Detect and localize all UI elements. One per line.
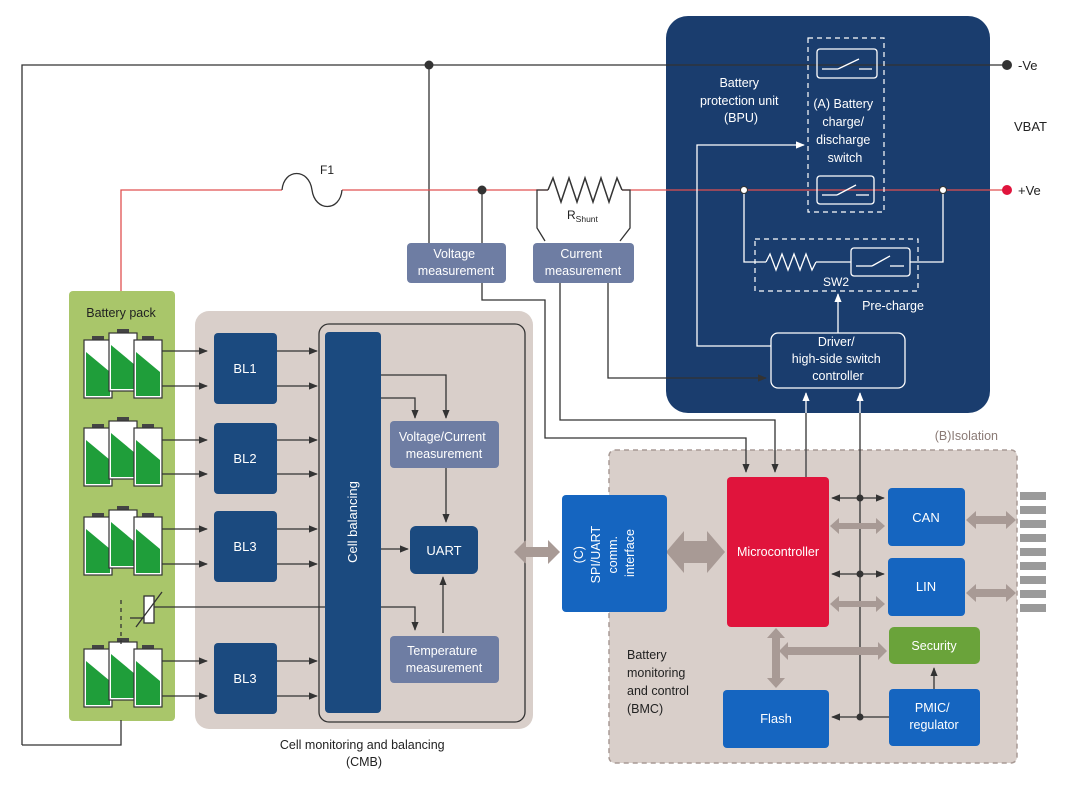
pmic-block[interactable] bbox=[889, 689, 980, 746]
bpu-title: Battery protection unit (BPU) bbox=[700, 76, 782, 125]
charge-switch-icon bbox=[816, 48, 878, 79]
discharge-switch-icon bbox=[816, 175, 875, 205]
voltage-measurement-block[interactable] bbox=[407, 243, 506, 283]
node-voltage-tap bbox=[477, 185, 487, 195]
bmc-node-3 bbox=[856, 713, 864, 721]
pos-terminal-label: +Ve bbox=[1018, 183, 1041, 198]
current-measurement-label: Current measurement bbox=[545, 247, 622, 278]
pack-to-bl-arrows bbox=[162, 347, 208, 700]
comm-interface-block[interactable] bbox=[562, 495, 667, 612]
lin-label: LIN bbox=[916, 579, 936, 594]
temp-measurement-block[interactable] bbox=[390, 636, 499, 683]
battery-cells-group bbox=[83, 329, 163, 708]
uart-block[interactable] bbox=[410, 526, 478, 574]
flash-label: Flash bbox=[760, 711, 792, 726]
bl3-block-a[interactable] bbox=[214, 511, 277, 582]
battery-switch-dashed-box bbox=[807, 37, 885, 213]
precharge-label: Pre-charge bbox=[862, 299, 924, 313]
battery-pack-label: Battery pack bbox=[86, 306, 156, 320]
cmb-internal-arrows bbox=[381, 374, 450, 633]
bpu-node-right bbox=[939, 186, 947, 194]
bpu-region bbox=[666, 16, 990, 413]
bl3-label-a: BL3 bbox=[233, 539, 256, 554]
driver-control-lines bbox=[696, 141, 842, 347]
flash-block[interactable] bbox=[723, 690, 829, 748]
battery-cell-stack-icon bbox=[83, 329, 163, 399]
bpu-node-left bbox=[740, 186, 748, 194]
connector-pin bbox=[1020, 534, 1046, 542]
cell-balancing-block[interactable] bbox=[325, 332, 381, 713]
microcontroller-label: Microcontroller bbox=[737, 545, 819, 559]
can-block[interactable] bbox=[888, 488, 965, 546]
security-block[interactable] bbox=[889, 627, 980, 664]
shunt-taps bbox=[481, 189, 631, 243]
temp-measurement-label: Temperature measurement bbox=[406, 644, 483, 675]
battery-cell-stack-icon bbox=[83, 638, 163, 708]
bl3-block-b[interactable] bbox=[214, 643, 277, 714]
isolation-label: (B)Isolation bbox=[935, 429, 998, 443]
connector-pin bbox=[1020, 590, 1046, 598]
pos-terminal-dot[interactable] bbox=[1002, 185, 1012, 195]
bl2-label: BL2 bbox=[233, 451, 256, 466]
comm-interface-label: (C) SPI/UART comm. interface bbox=[572, 523, 637, 584]
bmc-caption: Battery monitoring and control (BMC) bbox=[627, 648, 692, 716]
neg-terminal-label: -Ve bbox=[1018, 58, 1038, 73]
connector-pin bbox=[1020, 506, 1046, 514]
neg-terminal-dot[interactable] bbox=[1002, 60, 1012, 70]
node-neg-rail bbox=[424, 60, 434, 70]
connector-pin bbox=[1020, 492, 1046, 500]
connector-pin bbox=[1020, 604, 1046, 612]
fuse-label: F1 bbox=[320, 163, 334, 177]
precharge-dashed-box bbox=[754, 238, 919, 292]
bus-arrows bbox=[514, 511, 1016, 688]
connector-pin bbox=[1020, 520, 1046, 528]
cell-balancing-label: Cell balancing bbox=[345, 481, 360, 563]
shunt-label: RShunt bbox=[567, 208, 599, 224]
negative-rail bbox=[21, 64, 1005, 746]
bl3-label-b: BL3 bbox=[233, 671, 256, 686]
voltage-measurement-label: Voltage measurement bbox=[418, 247, 495, 278]
microcontroller-block[interactable] bbox=[727, 477, 829, 627]
connector-stack bbox=[1020, 492, 1046, 612]
bl1-block[interactable] bbox=[214, 333, 277, 404]
lin-block[interactable] bbox=[888, 558, 965, 616]
sw2-label: SW2 bbox=[823, 275, 849, 289]
vc-measurement-label: Voltage/Current measurement bbox=[399, 430, 489, 461]
bmc-node-1 bbox=[856, 494, 864, 502]
cmb-caption: Cell monitoring and balancing (CMB) bbox=[280, 738, 448, 769]
bmc-node-2 bbox=[856, 570, 864, 578]
cmb-inner-frame bbox=[318, 323, 526, 723]
battery-cell-stack-icon bbox=[83, 506, 163, 576]
fuse-f1 bbox=[281, 173, 343, 207]
uart-label: UART bbox=[426, 543, 461, 558]
precharge-path bbox=[743, 190, 944, 277]
driver-controller-label: Driver/ high-side switch controller bbox=[792, 335, 884, 383]
battery-cell-stack-icon bbox=[83, 417, 163, 487]
current-measurement-block[interactable] bbox=[533, 243, 634, 283]
connector-pin bbox=[1020, 548, 1046, 556]
pmic-label: PMIC/ regulator bbox=[909, 701, 958, 732]
bmc-link-lower bbox=[805, 413, 861, 717]
connector-pin bbox=[1020, 576, 1046, 584]
bl2-block[interactable] bbox=[214, 423, 277, 494]
thermistor-icon bbox=[130, 591, 163, 628]
shunt-resistor bbox=[547, 175, 623, 205]
security-label: Security bbox=[911, 639, 957, 653]
thermistor-wire bbox=[154, 606, 419, 631]
battery-switch-label: (A) Battery charge/ discharge switch bbox=[813, 97, 876, 165]
bl1-label: BL1 bbox=[233, 361, 256, 376]
bl-to-balancing-arrows bbox=[277, 347, 318, 700]
vbat-label: VBAT bbox=[1014, 119, 1047, 134]
signal-wiring bbox=[481, 283, 779, 473]
vc-measurement-block[interactable] bbox=[390, 421, 499, 468]
connector-pin bbox=[1020, 562, 1046, 570]
can-label: CAN bbox=[912, 510, 939, 525]
